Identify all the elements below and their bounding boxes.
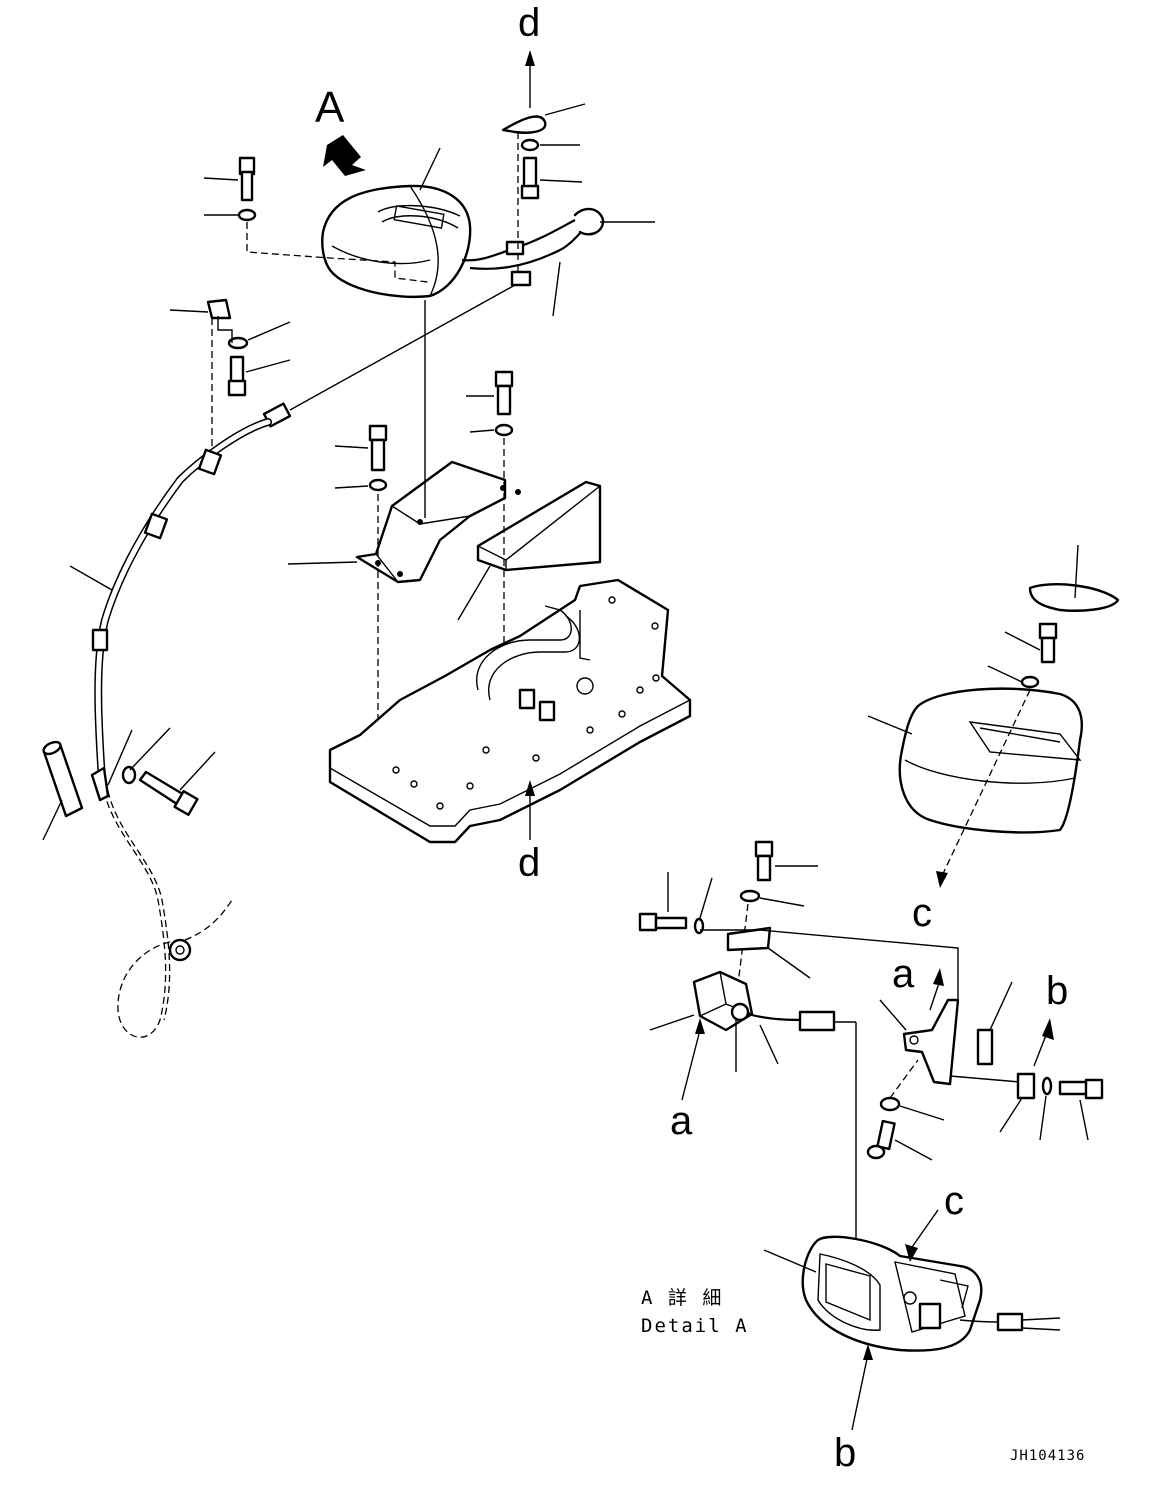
ref-b-upper: b [1046,969,1068,1013]
drawing-number: JH104136 [1010,1448,1085,1464]
arrow-down-c-lower [905,1244,918,1262]
view-a-label: A [315,83,345,132]
protective-sleeve [42,740,84,818]
arrow-up-d-lower [525,780,535,796]
detail-title-en: Detail A [641,1315,749,1337]
ref-a-upper: a [892,952,915,996]
arrow-up-b-upper [1042,1018,1054,1040]
arrow-up-a-upper [933,968,944,986]
mounting-bracket [355,460,521,584]
lamp-shell [898,687,1083,834]
arrow-up-b-lower [863,1344,873,1360]
switch-body [692,970,754,1032]
lamp-housing [321,184,472,299]
detail-title-jp: A 詳 細 [641,1287,723,1309]
detail-lamp-assembly [801,1235,983,1352]
ref-b-lower: b [834,1431,856,1475]
floor-frame [328,578,692,844]
lamp-lens-cover [1028,583,1120,612]
view-direction-arrow [323,135,366,176]
angle-plate [476,480,602,572]
ref-d-top: d [518,1,540,45]
arrow-up-d [525,50,535,66]
ref-c-lower: c [944,1179,964,1223]
ref-a-lower: a [670,1099,693,1143]
arrow-up-a-lower [695,1018,705,1034]
switch-bracket [902,998,960,1086]
ref-d-bottom: d [518,841,540,885]
ref-c-right: c [912,891,932,935]
arrow-down-c [936,871,948,888]
